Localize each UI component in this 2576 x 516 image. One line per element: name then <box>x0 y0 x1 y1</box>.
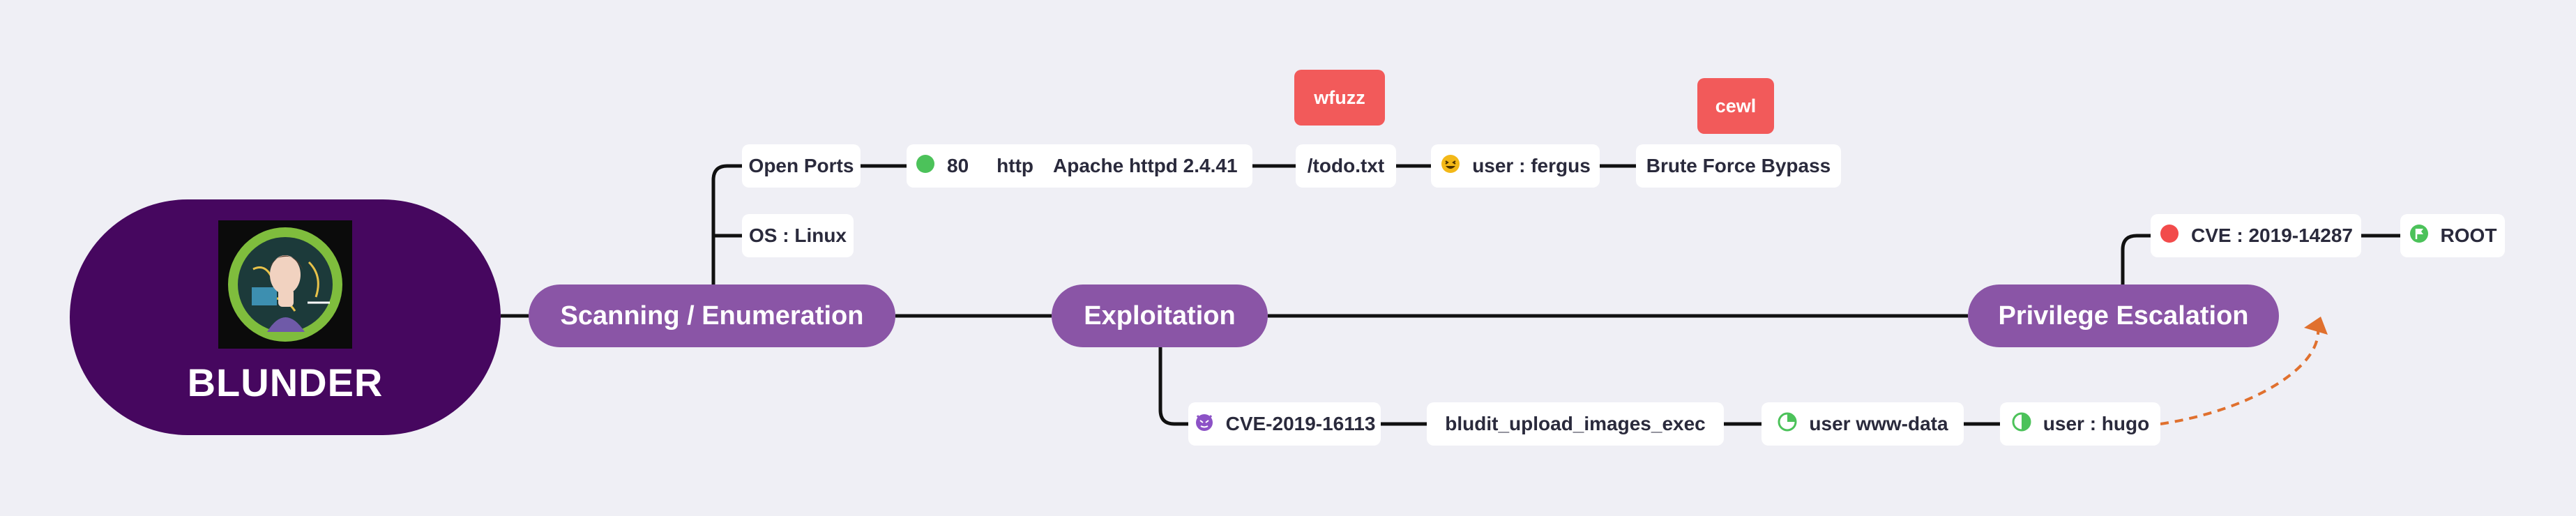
tag-wfuzz[interactable]: wfuzz <box>1294 70 1385 126</box>
root-node[interactable]: BLUNDER <box>70 199 501 435</box>
port-protocol: http <box>997 155 1034 176</box>
hugo-label: user : hugo <box>2043 413 2150 434</box>
ninja-avatar <box>218 220 352 349</box>
red-circle-icon <box>2159 223 2180 249</box>
branch-exploitation[interactable]: Exploitation <box>1052 284 1268 347</box>
leaf-cve-2019-14287[interactable]: CVE : 2019-14287 <box>2151 214 2361 257</box>
port-service: Apache httpd 2.4.41 <box>1053 155 1238 176</box>
port-number: 80 <box>947 155 969 176</box>
root-title: BLUNDER <box>187 361 384 404</box>
cve-exploit-label: CVE-2019-16113 <box>1225 413 1376 434</box>
green-circle-icon <box>915 153 936 179</box>
fergus-label: user : fergus <box>1472 155 1591 176</box>
root-label: ROOT <box>2440 225 2497 246</box>
leaf-user-www-data[interactable]: user www-data <box>1761 402 1964 446</box>
leaf-port-80[interactable]: 80 http Apache httpd 2.4.41 <box>907 144 1252 188</box>
quarter-pie-icon <box>1777 411 1798 437</box>
leaf-open-ports[interactable]: Open Ports <box>742 144 861 188</box>
laughing-face-icon <box>1440 153 1461 179</box>
flag-icon <box>2409 223 2430 249</box>
www-data-label: user www-data <box>1809 413 1948 434</box>
half-pie-icon <box>2011 411 2032 437</box>
leaf-brute-force-bypass[interactable]: Brute Force Bypass <box>1636 144 1841 188</box>
leaf-user-hugo[interactable]: user : hugo <box>2000 402 2160 446</box>
leaf-user-fergus[interactable]: user : fergus <box>1431 144 1600 188</box>
branch-privilege-escalation[interactable]: Privilege Escalation <box>1968 284 2279 347</box>
leaf-root[interactable]: ROOT <box>2400 214 2505 257</box>
leaf-bludit-upload-images-exec[interactable]: bludit_upload_images_exec <box>1427 402 1724 446</box>
leaf-todo-txt[interactable]: /todo.txt <box>1296 144 1396 188</box>
branch-scanning-enumeration[interactable]: Scanning / Enumeration <box>529 284 895 347</box>
tag-cewl[interactable]: cewl <box>1697 78 1774 134</box>
leaf-os-linux[interactable]: OS : Linux <box>742 214 854 257</box>
leaf-cve-2019-16113[interactable]: CVE-2019-16113 <box>1188 402 1381 446</box>
privesc-cve-label: CVE : 2019-14287 <box>2191 225 2353 246</box>
devil-face-icon <box>1194 411 1215 437</box>
